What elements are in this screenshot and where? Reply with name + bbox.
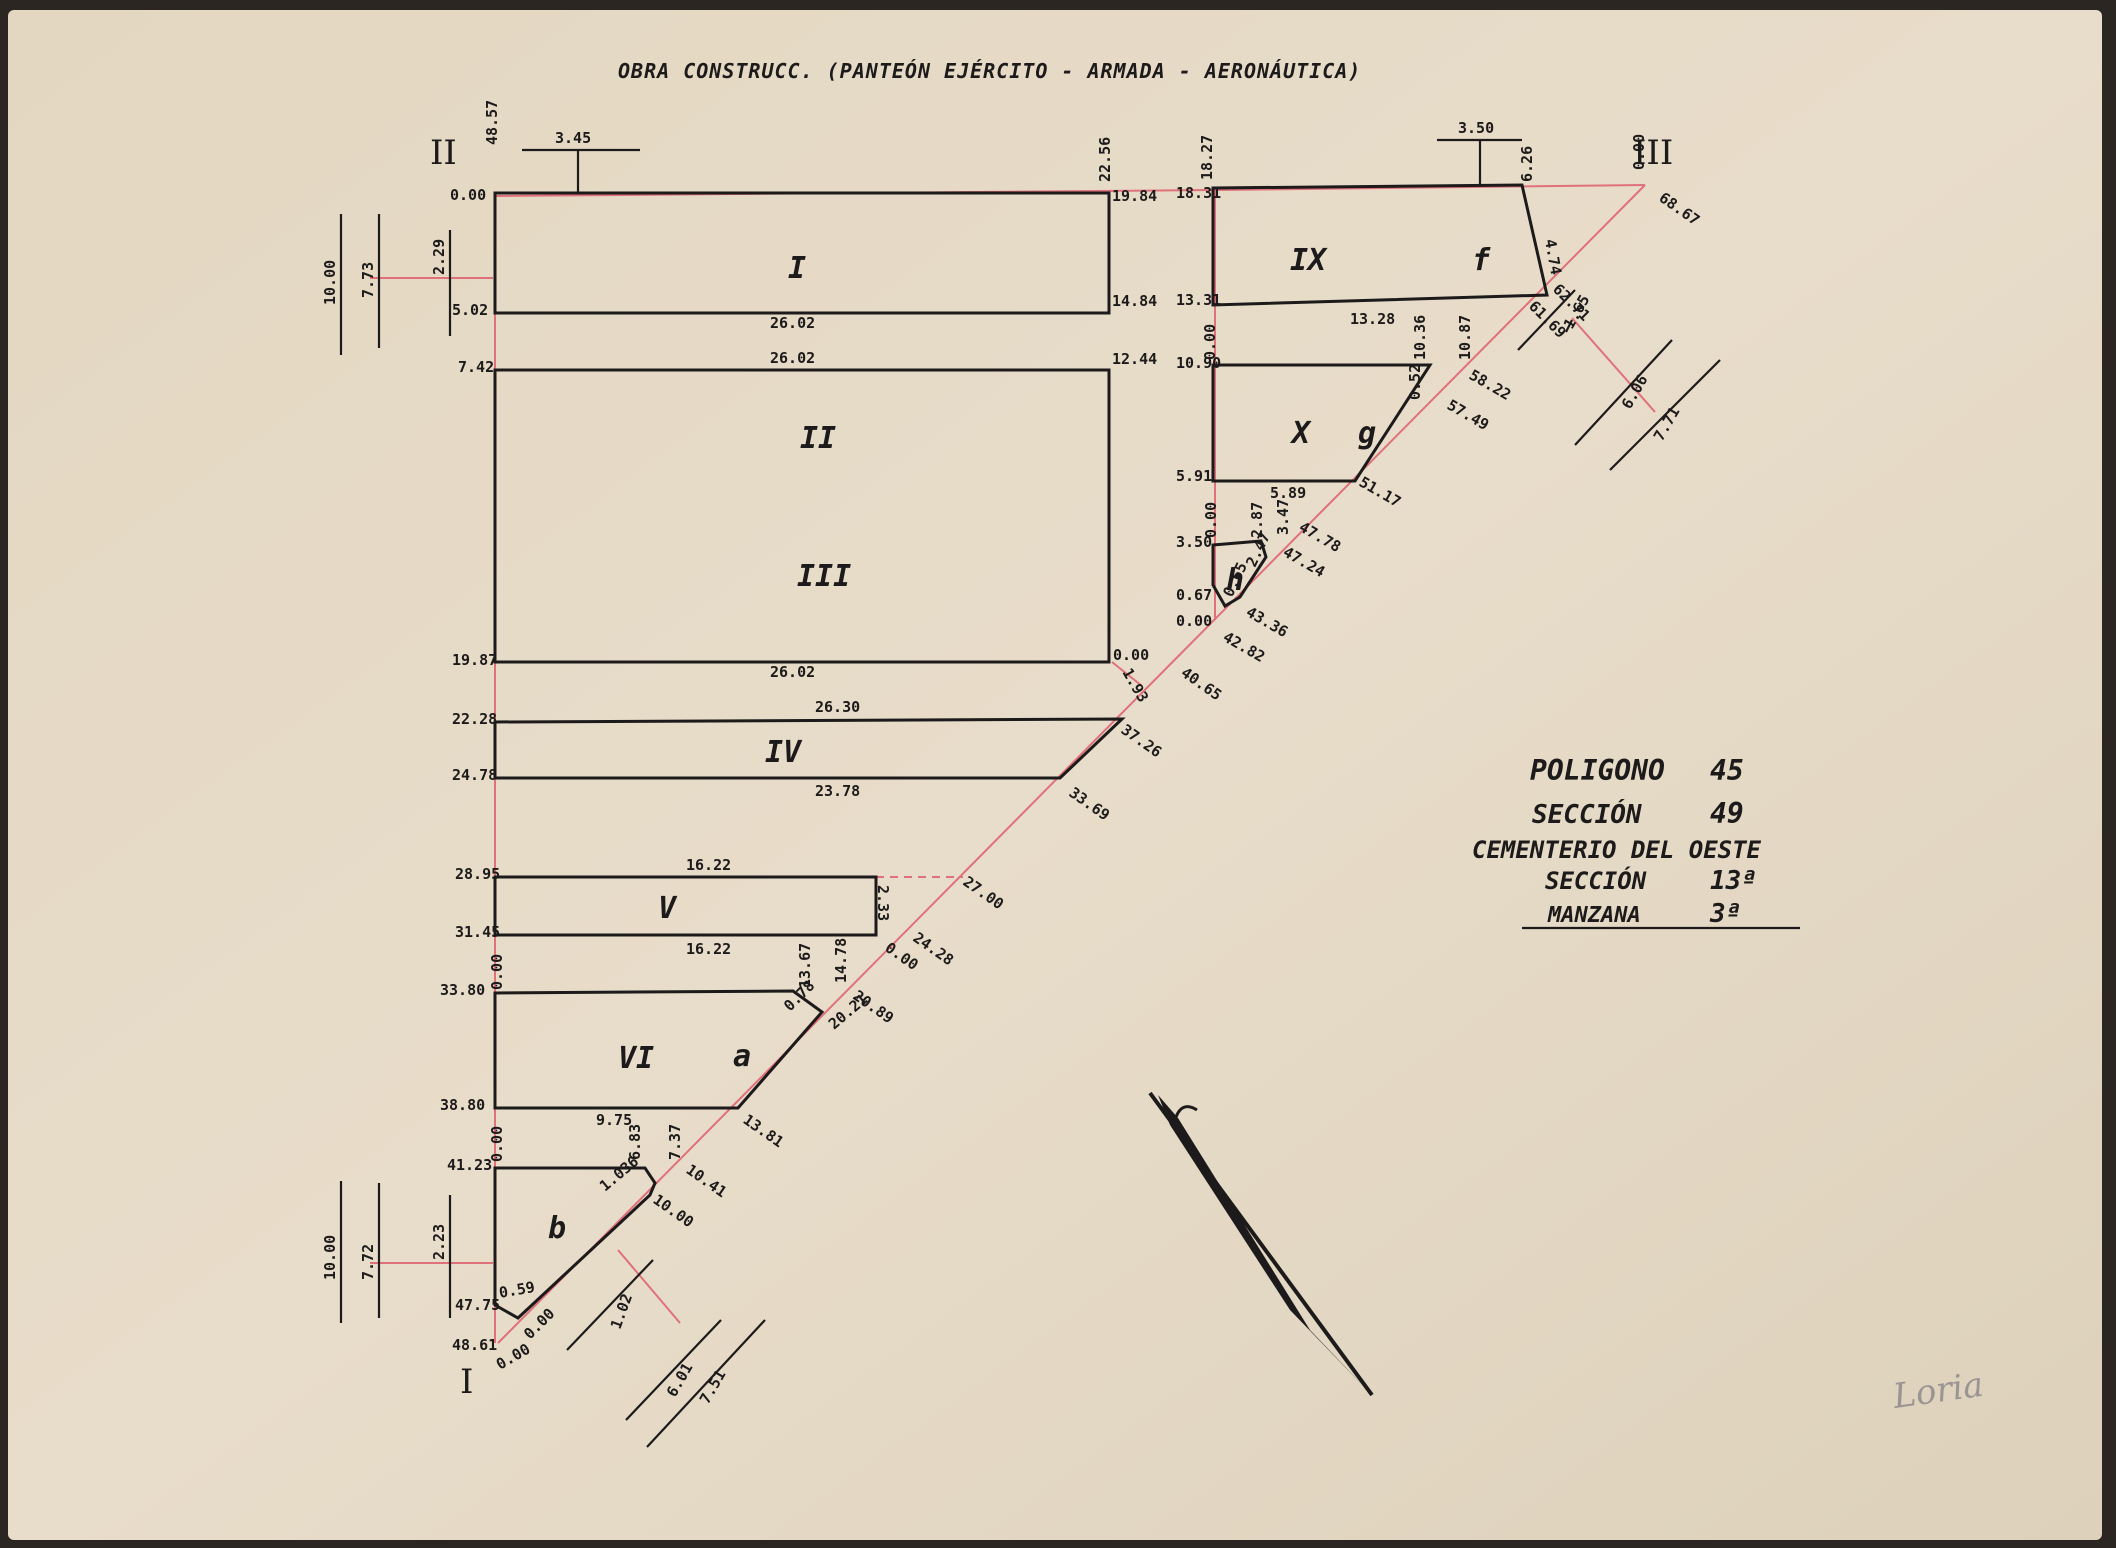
measure-label: 9.75 [596,1111,632,1129]
vertex-label-III: III [1633,133,1673,173]
measure-label: 48.61 [452,1336,497,1354]
measure-label: 28.95 [455,865,500,883]
plot-label-g: g [1358,416,1376,451]
paper-background [8,10,2102,1540]
measure-label: 22.28 [452,710,497,728]
plot-label-I: I [788,251,806,286]
legend-seccion: SECCIÓN [1532,798,1642,830]
measure-label: 2.87 [1248,502,1266,538]
measure-label: 0.00 [1113,646,1149,664]
plot-label-b: b [548,1211,566,1246]
measure-label: 2.29 [430,239,448,275]
measure-label: 7.42 [458,358,494,376]
measure-label: 6.83 [626,1124,644,1160]
measure-label: 10.00 [321,1235,339,1280]
plot-label-h: h [1226,563,1244,598]
measure-label: 0.00 [1201,324,1219,360]
measure-label: 24.78 [452,766,497,784]
plot-label-a: a [733,1039,751,1074]
legend-poligono: POLIGONO [1530,754,1665,787]
drawing-title: OBRA CONSTRUCC. (PANTEÓN EJÉRCITO - ARMA… [618,59,1361,83]
measure-label: 26.02 [770,349,815,367]
measure-label: 10.36 [1411,315,1429,360]
red-reference-lines [370,184,1656,1344]
plot-label-V: V [658,891,678,926]
measure-label: 5.91 [1176,467,1212,485]
measure-label: 6.26 [1518,146,1536,182]
measure-label: 13.28 [1350,310,1395,328]
measure-label: 7.72 [359,1244,377,1280]
measure-label: 18.27 [1198,135,1216,180]
north-arrow-icon [1148,1091,1374,1397]
measure-label: 3.45 [555,129,591,147]
legend-cementerio: CEMENTERIO DEL OESTE [1472,836,1762,864]
measure-label: 16.22 [686,856,731,874]
measure-label: 2.23 [430,1224,448,1260]
measure-label: 13.31 [1176,291,1221,309]
measure-label: 16.22 [686,940,731,958]
plot-label-IX: IX [1290,243,1328,278]
legend-seccion2: SECCIÓN [1545,865,1647,895]
measure-label: 18.31 [1176,184,1221,202]
measure-label: 26.02 [770,314,815,332]
measure-label: 3.50 [1458,119,1494,137]
plot-legend: POLIGONO 45 SECCIÓN 49 CEMENTERIO DEL OE… [1472,754,1800,930]
legend-seccion-value: 49 [1710,797,1744,830]
plot-label-X: X [1289,416,1312,451]
measure-label: 0.00 [488,954,506,990]
legend-manzana: MANZANA [1547,903,1641,928]
measure-label: 7.73 [359,262,377,298]
plot-label-f: f [1472,243,1491,278]
measure-label: 2.33 [874,885,892,921]
measure-label: 0.00 [1202,502,1220,538]
vertex-label-I: I [460,1362,473,1402]
measure-label: 38.80 [440,1096,485,1114]
measure-label: 14.78 [832,938,850,983]
measure-label: 31.45 [455,923,500,941]
measure-label: 4.74 [1541,238,1565,277]
plot-label-II: II [800,421,836,456]
measure-label: 13.67 [796,943,814,988]
measure-label: 23.78 [815,782,860,800]
measure-label: 0.67 [1176,586,1212,604]
vertex-label-II: II [430,133,457,173]
measure-label: 0.00 [1630,134,1648,170]
plot-label-VI: VI [618,1041,654,1076]
legend-poligono-value: 45 [1710,754,1744,787]
measure-label: 41.23 [447,1156,492,1174]
measure-label: 10.87 [1456,315,1474,360]
legend-manzana-value: 3ª [1709,899,1741,929]
measure-label: 0.00 [488,1126,506,1162]
measure-label: 3.47 [1274,499,1292,535]
measure-label: 0.59 [498,1278,537,1302]
dimension-lines [339,138,1721,1448]
measure-label: 0.52 [1406,364,1424,400]
plot-outlines [493,183,1549,1320]
measure-label: 5.89 [1270,484,1306,502]
measure-label: 7.37 [666,1124,684,1160]
measure-label: 47.75 [455,1296,500,1314]
plot-label-III: III [797,559,851,594]
measure-label: 33.80 [440,981,485,999]
measure-label: 26.30 [815,698,860,716]
legend-seccion2-value: 13ª [1710,866,1757,896]
plot-label-IV: IV [765,735,803,770]
measure-label: 5.02 [452,301,488,319]
measure-label: 10.00 [321,260,339,305]
measure-label: 12.44 [1112,350,1157,368]
measure-label: 19.87 [452,651,497,669]
measure-label: 10.90 [1176,354,1221,372]
measure-label: 19.84 [1112,187,1157,205]
measure-label: 0.00 [1176,612,1212,630]
measure-label: 14.84 [1112,292,1157,310]
measure-label: 48.57 [483,100,501,145]
measure-label: 0.00 [450,186,486,204]
measure-label: 22.56 [1096,137,1114,182]
measure-label: 3.50 [1176,533,1212,551]
measure-label: 26.02 [770,663,815,681]
